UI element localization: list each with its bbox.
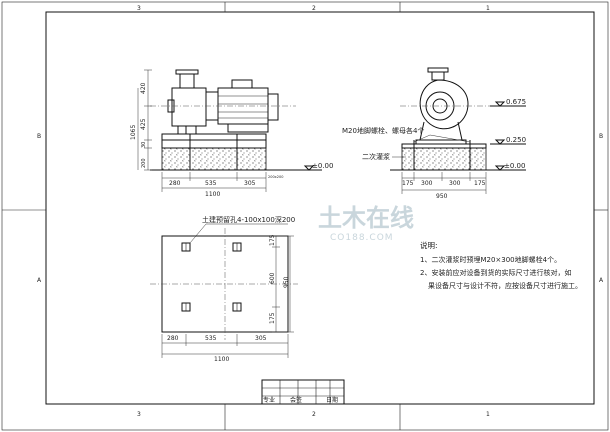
notes-line-2: 2、安装前应对设备到货的实际尺寸进行核对，如 <box>420 268 571 277</box>
front-total-950: 950 <box>436 193 448 200</box>
zone-left-a: A <box>37 277 42 284</box>
zone-bottom-2: 2 <box>312 411 316 418</box>
front-foundation <box>401 147 487 171</box>
side-base-280: 280 <box>169 180 181 187</box>
plan-vdim-600: 600 <box>269 272 276 284</box>
front-base-300b: 300 <box>449 180 461 187</box>
front-bolt-note: M20地脚螺栓、螺母各4个 <box>342 126 424 135</box>
watermark-sub: CO188.COM <box>330 233 394 243</box>
side-dim-200: 200 <box>141 158 147 168</box>
pump-volute <box>419 79 469 130</box>
notes-line-3: 果设备尺寸与设计不符，应按设备尺寸进行施工。 <box>428 281 582 290</box>
front-view: M20地脚螺栓、螺母各4个 二次灌浆 0.675 0.250 ±0.00 175… <box>342 67 526 200</box>
watermark: 土木在线 CO188.COM <box>318 204 414 243</box>
side-dim-420: 420 <box>140 82 147 94</box>
side-dim-30: 30 <box>141 142 147 148</box>
plan-vdim-175b: 175 <box>269 312 276 324</box>
side-view: 420 425 30 200 1065 280 535 305 1100 ±0.… <box>130 69 333 198</box>
side-base-305: 305 <box>244 180 256 187</box>
zone-left-b: B <box>37 133 41 140</box>
zone-right-a: A <box>599 277 604 284</box>
plan-base-305: 305 <box>255 335 267 342</box>
plan-view: 土建预留孔4-100x100深200 175 600 175 950 280 5… <box>150 215 298 363</box>
plan-total-1100: 1100 <box>214 356 229 363</box>
front-grout-label: 二次灌浆 <box>362 152 390 161</box>
plan-vdim-175a: 175 <box>269 234 276 246</box>
title-cell-date: 日期 <box>326 396 338 404</box>
front-level-000: ±0.00 <box>504 162 525 170</box>
plan-vdim-950: 950 <box>283 276 290 288</box>
side-dim-1065: 1065 <box>130 125 137 140</box>
zone-bottom-3: 3 <box>137 411 141 418</box>
side-foundation <box>161 147 267 171</box>
side-total-1100: 1100 <box>205 191 220 198</box>
zone-top-3: 3 <box>137 5 141 12</box>
zone-top-2: 2 <box>312 5 316 12</box>
front-level-0250: 0.250 <box>506 136 526 144</box>
side-small-note: 200x200 <box>268 175 283 179</box>
pump-suction-flange <box>175 69 199 75</box>
notes-title: 说明: <box>420 240 438 250</box>
zone-right-b: B <box>599 133 603 140</box>
title-block: 专业 会签 日期 <box>261 379 345 405</box>
zone-top-1: 1 <box>486 5 490 12</box>
watermark-main: 土木在线 <box>318 204 414 232</box>
side-level-000: ±0.00 <box>312 162 333 170</box>
title-cell-countersign: 会签 <box>290 396 302 404</box>
plan-base-535: 535 <box>205 335 217 342</box>
zone-bottom-1: 1 <box>486 411 490 418</box>
notes-line-1: 1、二次灌浆时预埋M20×300地脚螺栓4个。 <box>420 255 561 264</box>
side-dim-425: 425 <box>140 118 147 130</box>
front-base-175b: 175 <box>474 180 486 187</box>
title-cell-major: 专业 <box>263 396 275 404</box>
plan-base-280: 280 <box>167 335 179 342</box>
side-base-535: 535 <box>205 180 217 187</box>
front-base-300a: 300 <box>421 180 433 187</box>
front-base-175a: 175 <box>402 180 414 187</box>
pump-casing <box>171 87 207 127</box>
notes-block: 说明: 1、二次灌浆时预埋M20×300地脚螺栓4个。 2、安装前应对设备到货的… <box>420 240 582 290</box>
front-level-0675: 0.675 <box>506 98 526 106</box>
plan-hole-note: 土建预留孔4-100x100深200 <box>202 215 295 224</box>
